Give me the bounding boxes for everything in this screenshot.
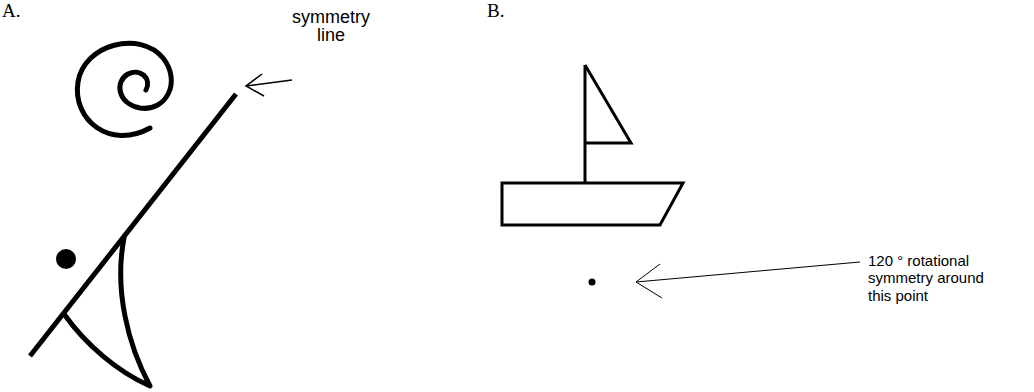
crescent-figure [64,238,150,386]
arrow-head [246,74,264,96]
spiral-figure [77,43,171,135]
leader-line [636,262,860,282]
arrow-head [636,264,662,298]
rotation-center [589,279,596,286]
mast [584,65,587,183]
callout-label: 120 ° rotational symmetry around this po… [868,252,1000,304]
sail [585,65,631,143]
panel-letter: A. [2,0,20,22]
panel-letter: B. [487,0,504,22]
hull [502,183,683,225]
callout-label: symmetry line [292,8,370,44]
dot-figure [56,249,76,269]
